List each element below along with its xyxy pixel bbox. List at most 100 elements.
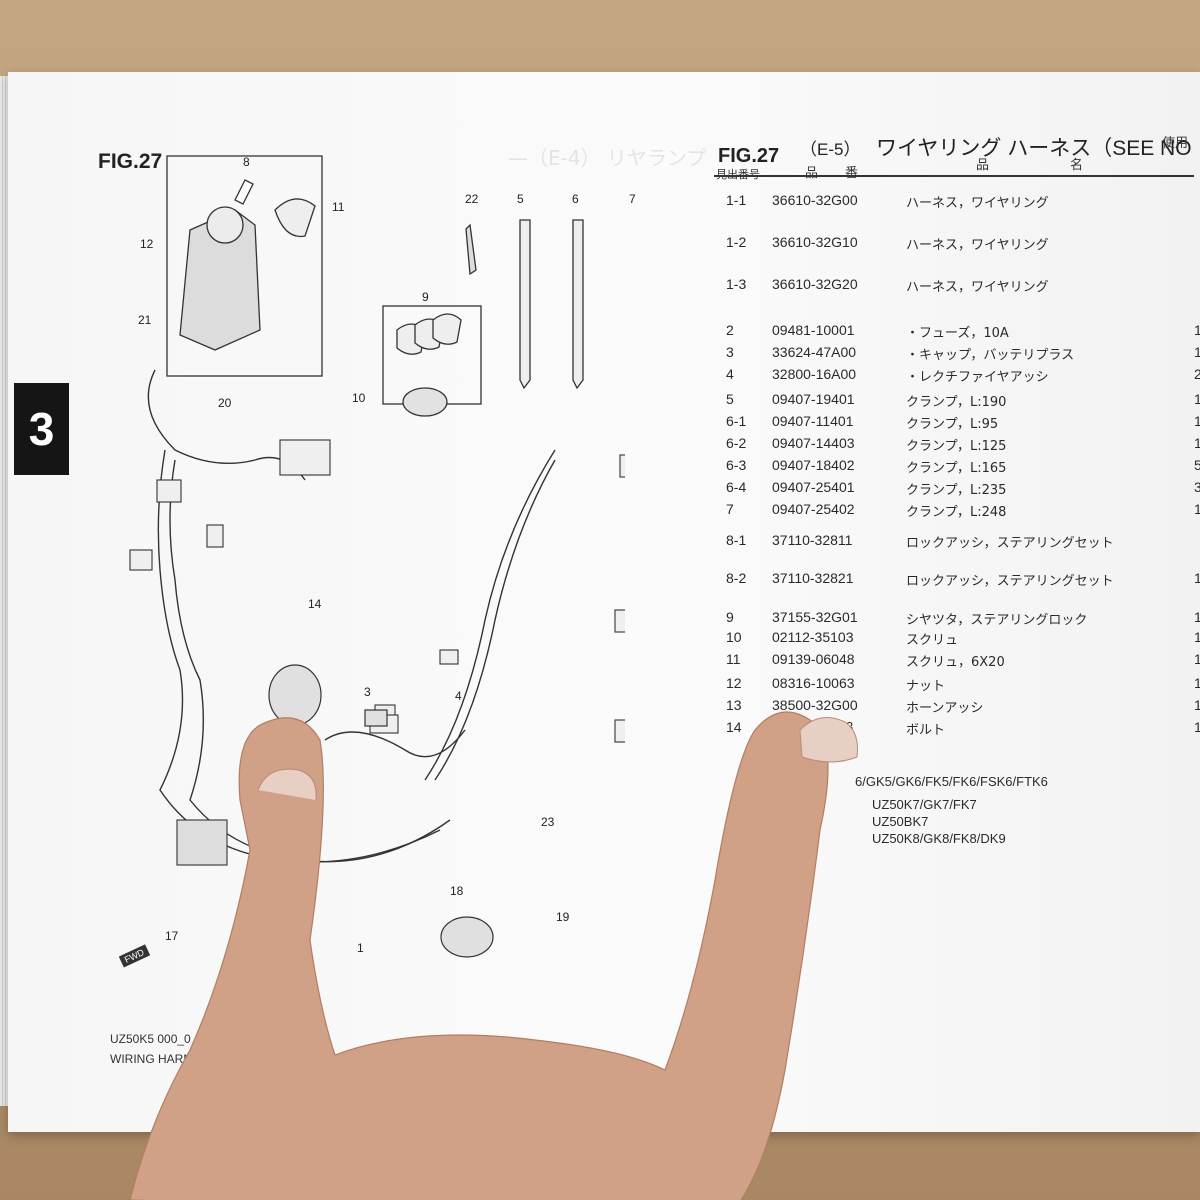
usage-column-header: 使用: [1162, 135, 1189, 150]
description-cell: ハーネス，ワイヤリング: [906, 196, 1049, 211]
quantity-cell: 1: [1194, 501, 1200, 517]
description-cell: ・レクチファイヤアッシ: [906, 370, 1049, 385]
quantity-cell: 1: [1194, 719, 1200, 735]
left-footer-code: UZ50K5 000_0: [110, 1032, 191, 1046]
key-cell: 11: [726, 651, 741, 667]
description-cell: クランプ，L:95: [906, 417, 999, 432]
description-cell: ハーネス，ワイヤリング: [906, 280, 1049, 295]
quantity-cell: 1: [1194, 391, 1200, 407]
key-cylinder: [206, 206, 244, 244]
description-cell: スクリュ: [906, 633, 959, 648]
part-number-cell: 38500-32G00: [772, 697, 858, 713]
key-cell: 2: [726, 322, 734, 338]
part-number-cell: 09407-25401: [772, 479, 855, 495]
part-number-cell: 09407-18402: [772, 457, 855, 473]
key-cell: 8-1: [726, 532, 747, 548]
quantity-cell: 2: [1194, 366, 1200, 382]
quantity-cell: 5: [1194, 457, 1200, 473]
callout-label: 9: [422, 290, 429, 304]
cap-3: [364, 709, 388, 727]
description-cell: シヤツタ，ステアリングロック: [906, 613, 1088, 628]
description-cell: クランプ，L:165: [906, 461, 1007, 476]
lock-shutter-cover: [274, 198, 316, 238]
part-number-cell: 09139-06048: [772, 651, 855, 667]
callout-label: 1: [357, 941, 364, 955]
shutter-parts: [396, 313, 462, 355]
callout-label: 19: [556, 910, 570, 924]
right-fig-label: FIG.27: [718, 145, 780, 167]
part-number-cell: 08316-10063: [772, 675, 855, 691]
quantity-cell: 1: [1194, 651, 1200, 667]
part-number-cell: 32800-16A00: [772, 366, 857, 382]
callout-label: 21: [138, 313, 152, 327]
description-cell: クランプ，L:235: [906, 483, 1007, 498]
model-note: 6/GK5/GK6/FK5/FK6/FSK6/FTK6: [855, 774, 1048, 789]
clamp-6: [572, 219, 584, 390]
callout-label: 14: [308, 597, 322, 611]
description-cell: ・キャップ，バッテリプラス: [906, 348, 1075, 363]
quantity-cell: 1: [1194, 609, 1200, 625]
callout-label: 20: [218, 396, 232, 410]
quantity-cell: 3: [1194, 479, 1200, 495]
key-cell: 12: [726, 675, 742, 691]
part-number-cell: 36610-32G00: [772, 192, 858, 208]
description-cell: ロックアッシ，ステアリングセット: [906, 536, 1114, 551]
part-number-cell: 36610-32G20: [772, 276, 858, 292]
left-footer-title: WIRING HARN: [110, 1052, 192, 1066]
model-note: UZ50K8/GK8/FK8/DK9: [872, 831, 1006, 846]
description-cell: ボルト: [906, 723, 946, 738]
callout-label: 7: [629, 192, 636, 206]
callout-label: 10: [352, 391, 366, 405]
key-cell: 3: [726, 344, 734, 360]
description-cell: クランプ，L:125: [906, 439, 1007, 454]
key-cell: 6-3: [726, 457, 747, 473]
model-note: UZ50BK7: [872, 814, 929, 829]
horn-18: [440, 916, 494, 958]
description-cell: ロックアッシ，ステアリングセット: [906, 574, 1114, 589]
part-number-cell: 09407-14403: [772, 435, 855, 451]
right-fig-title: ワイヤリング ハーネス（SEE NO: [876, 137, 1192, 160]
shutter-housing: [402, 387, 448, 417]
callout-label: 17: [165, 929, 179, 943]
section-tab: 3: [14, 383, 69, 475]
key-cell: 14: [726, 719, 742, 735]
part-number-cell: 33624-47A00: [772, 344, 857, 360]
left-fig-label: FIG.27: [98, 150, 163, 173]
wiring-harness-diagram: [129, 155, 625, 958]
key-cell: 10: [726, 629, 742, 645]
key-cell: 6-2: [726, 435, 747, 451]
description-cell: ・フューズ，10A: [906, 326, 1009, 341]
key-cell: 13: [726, 697, 742, 713]
key-cell: 4: [726, 366, 734, 382]
key-cell: 8-2: [726, 570, 747, 586]
key-cell: 9: [726, 609, 734, 625]
part-number-cell: 36610-32G10: [772, 234, 858, 250]
description-cell: ホーンアッシ: [906, 701, 984, 716]
key-cell: 5: [726, 391, 734, 407]
callout-label: 22: [465, 192, 479, 206]
description-cell: スクリュ，6X20: [906, 655, 1005, 670]
clamp-5: [519, 219, 531, 390]
key-cell: 1-3: [726, 276, 747, 292]
quantity-cell: 1: [1194, 629, 1200, 645]
callout-label: 5: [517, 192, 524, 206]
part-number-cell: 09407-11401: [772, 413, 854, 429]
ignition-switch-box: [166, 155, 323, 377]
key-cell: 1-2: [726, 234, 747, 250]
description-cell: クランプ，L:190: [906, 395, 1007, 410]
part-number-cell: 09481-10001: [772, 322, 855, 338]
quantity-cell: 1: [1194, 697, 1200, 713]
key-cell: 6-1: [726, 413, 747, 429]
model-note: UZ50K7/GK7/FK7: [872, 797, 977, 812]
quantity-cell: 1: [1194, 344, 1200, 360]
callout-label: 8: [243, 155, 250, 169]
callout-label: 4: [455, 689, 462, 703]
part-number-cell: 02112-35103: [772, 629, 854, 645]
key-cell: 6-4: [726, 479, 747, 495]
part-number-cell: 37155-32G01: [772, 609, 858, 625]
callout-label: 11: [332, 200, 345, 214]
part-name-header: 名: [1070, 157, 1084, 172]
quantity-cell: 1: [1194, 435, 1200, 451]
callout-label: 23: [541, 815, 555, 829]
